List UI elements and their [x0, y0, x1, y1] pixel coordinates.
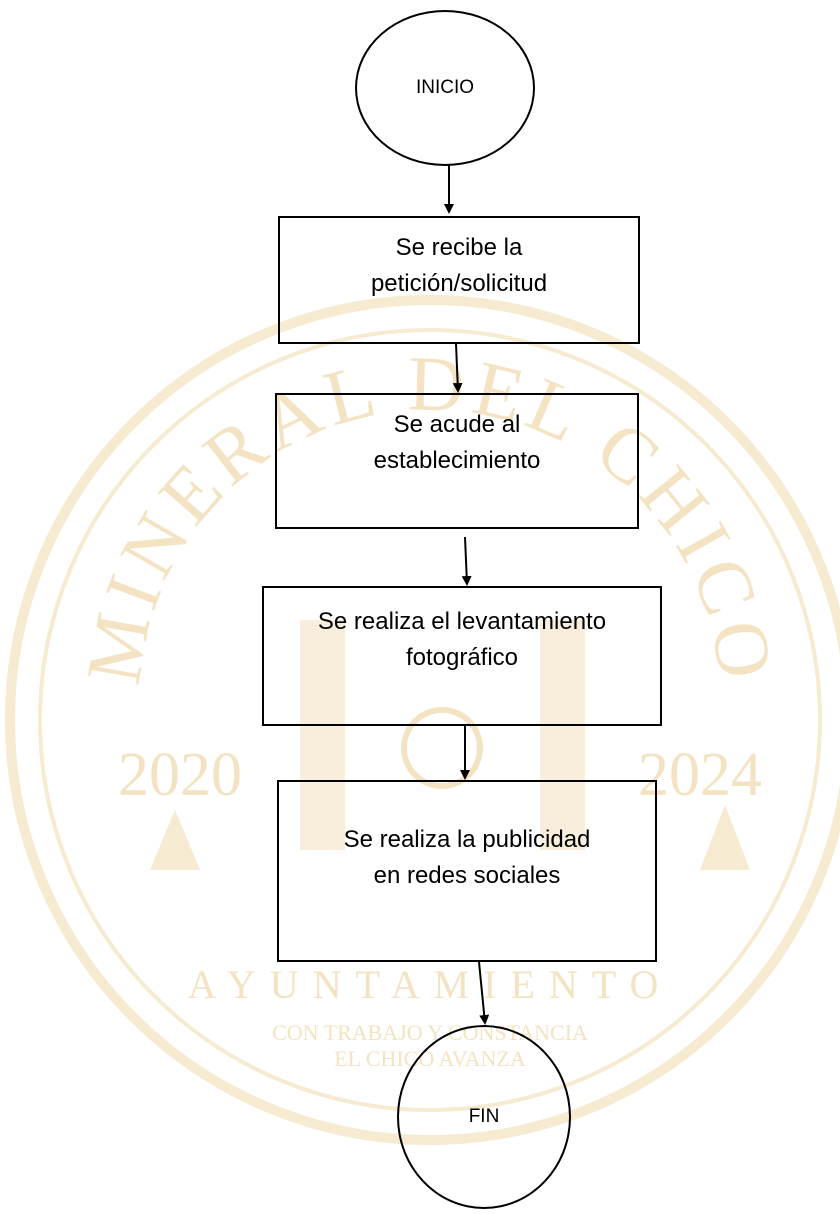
step4-line1: Se realiza la publicidad: [343, 826, 591, 853]
start-label: INICIO: [415, 77, 475, 98]
watermark-motto-line1: CON TRABAJO Y CONSTANCIA: [272, 1020, 588, 1045]
step2-line1: Se acude al: [393, 411, 521, 438]
step-social-media-publicity: Se realiza la publicidad en redes social…: [277, 780, 657, 962]
step-receive-request: Se recibe la petición/solicitud: [278, 216, 640, 344]
start-node: INICIO: [355, 10, 535, 166]
end-node: FIN: [397, 1025, 571, 1209]
arrow-step4-to-end: [478, 961, 490, 1025]
step3-line2: fotográfico: [405, 644, 519, 671]
arrow-step1-to-step2: [452, 343, 463, 393]
step-photo-survey: Se realiza el levantamiento fotográfico: [262, 586, 662, 726]
step1-line1: Se recibe la: [395, 234, 523, 261]
step1-line2: petición/solicitud: [370, 270, 548, 297]
step3-line1: Se realiza el levantamiento: [317, 608, 607, 635]
step-visit-establishment: Se acude al establecimiento: [275, 393, 639, 529]
arrow-step2-to-step3: [461, 536, 472, 586]
watermark-year-left: 2020: [118, 741, 242, 809]
step2-line2: establecimiento: [373, 447, 541, 474]
step4-line2: en redes sociales: [373, 862, 561, 889]
end-label: FIN: [468, 1106, 500, 1127]
watermark-ayuntamiento: AYUNTAMIENTO: [188, 962, 673, 1007]
